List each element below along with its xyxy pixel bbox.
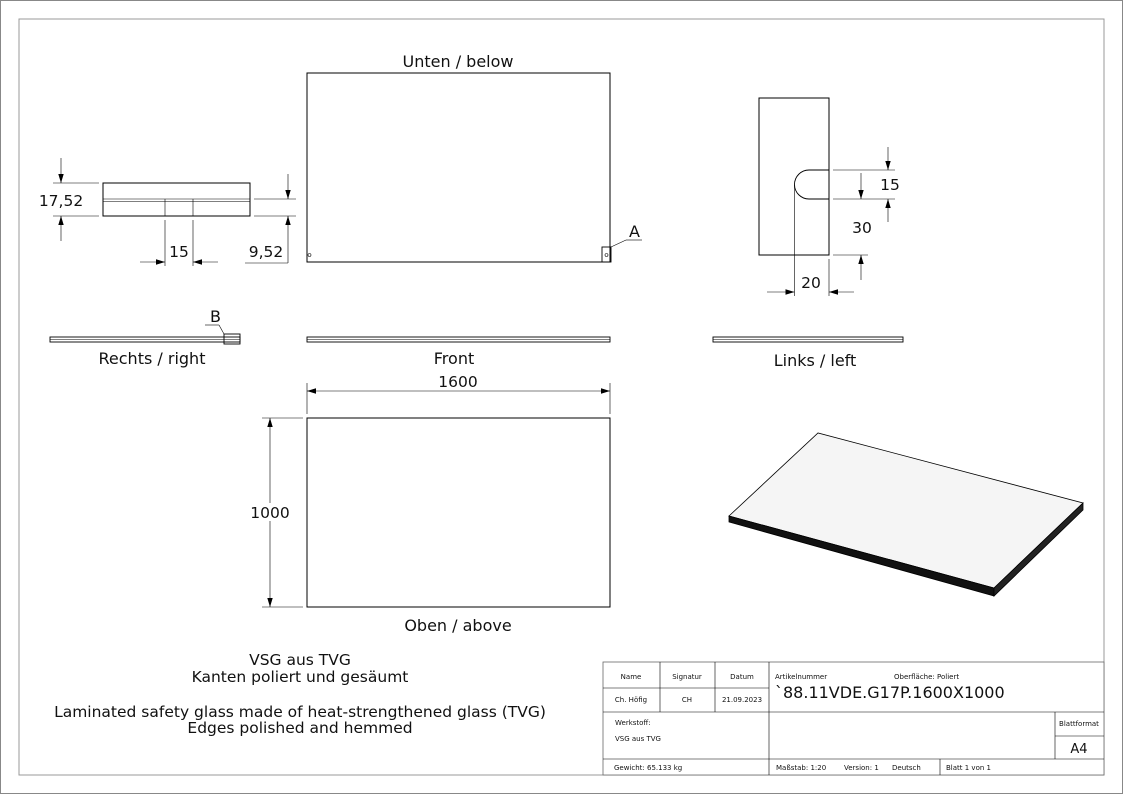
tb-signature-header: Signatur — [672, 673, 702, 681]
title-block: Name Signatur Datum Ch. Höfig CH 21.09.2… — [602, 661, 1105, 776]
view-label-below: Unten / below — [403, 52, 514, 71]
dim-length: 1600 — [438, 373, 477, 391]
view-left: Links / left — [712, 336, 904, 370]
dim-slot-width: 15 — [169, 243, 189, 261]
tb-article-label: Artikelnummer — [775, 673, 827, 681]
view-label-front: Front — [434, 349, 474, 368]
tb-date-header: Datum — [730, 673, 754, 681]
isometric-view — [728, 432, 1084, 597]
detail-a-view: 15 30 20 — [758, 97, 900, 296]
detail-b-box — [223, 333, 241, 345]
detail-a-box — [601, 246, 612, 263]
detail-a-label: A — [629, 222, 640, 241]
tb-surface-label: Oberfläche: Poliert — [894, 673, 959, 681]
note-de-1: VSG aus TVG — [249, 651, 351, 669]
view-front: Front — [306, 336, 611, 368]
tb-name-header: Name — [621, 673, 642, 681]
tb-format: A4 — [1070, 742, 1087, 757]
tb-date: 21.09.2023 — [722, 696, 762, 704]
view-right: B Rechts / right — [49, 307, 241, 368]
dim-edge-offset: 9,52 — [249, 243, 284, 261]
dim-thickness: 17,52 — [39, 192, 83, 210]
tb-format-label: Blattformat — [1059, 720, 1099, 728]
view-label-above: Oben / above — [404, 616, 511, 635]
note-de-2: Kanten poliert und gesäumt — [192, 668, 409, 686]
note-en-2: Edges polished and hemmed — [187, 719, 412, 737]
notes: VSG aus TVG Kanten poliert und gesäumt L… — [54, 651, 546, 737]
view-below: A Unten / below — [306, 52, 642, 263]
dim-notch-15: 15 — [880, 176, 900, 194]
view-label-right: Rechts / right — [99, 349, 206, 368]
dim-notch-30: 30 — [852, 219, 872, 237]
tb-version: Version: 1 — [844, 764, 879, 772]
tb-scale: Maßstab: 1:20 — [776, 764, 826, 772]
tb-signature: CH — [682, 696, 692, 704]
tb-name: Ch. Höfig — [615, 696, 647, 704]
tb-sheet: Blatt 1 von 1 — [946, 764, 991, 772]
section-detail: 17,52 15 9,52 — [39, 158, 296, 266]
detail-b-label: B — [210, 307, 221, 326]
note-en-1: Laminated safety glass made of heat-stre… — [54, 703, 546, 721]
tb-language: Deutsch — [892, 764, 921, 772]
drawing-border — [18, 18, 1105, 776]
view-above: 1600 1000 Oben / above — [250, 373, 611, 635]
view-label-left: Links / left — [774, 351, 857, 370]
tb-material: VSG aus TVG — [615, 735, 661, 743]
dim-width: 1000 — [250, 504, 289, 522]
dim-notch-20: 20 — [801, 274, 821, 292]
tb-weight: Gewicht: 65.133 kg — [614, 764, 682, 772]
tb-article-number: `88.11VDE.G17P.1600X1000 — [775, 683, 1005, 702]
tb-material-label: Werkstoff: — [615, 719, 651, 727]
